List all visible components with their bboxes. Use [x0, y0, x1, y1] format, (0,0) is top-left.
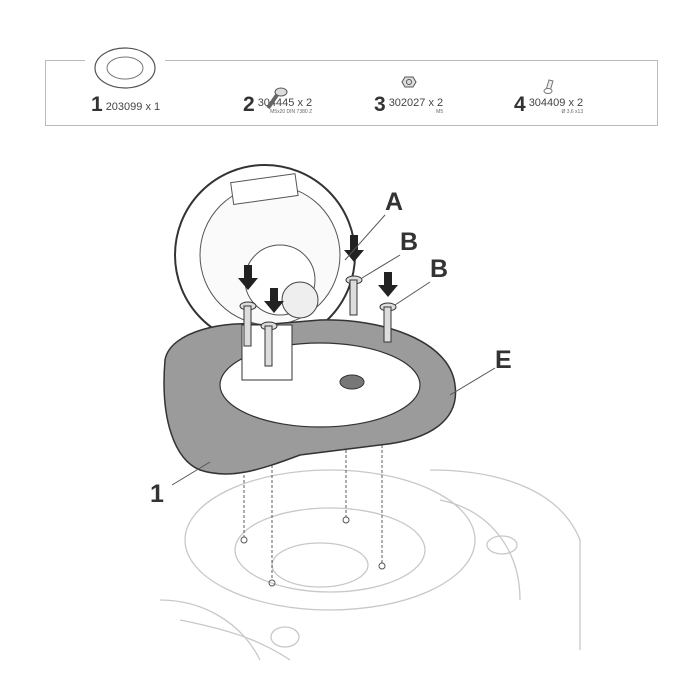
- screw-icon: [543, 79, 554, 94]
- part-code: 304409 x 2: [528, 97, 584, 109]
- part-spec: M5x20 DIN 7380 Z: [270, 109, 313, 115]
- callout-1: 1: [150, 480, 164, 508]
- bolt-icon: [266, 87, 288, 110]
- part-number: 1: [91, 93, 103, 116]
- callout-b: B: [400, 228, 419, 256]
- callout-b: B: [430, 255, 449, 283]
- part-spec: Ø 3,6 x13: [561, 109, 584, 115]
- part-spec: M5: [436, 109, 444, 115]
- callout-e: E: [495, 346, 512, 374]
- fuel-tank: [159, 469, 581, 661]
- part-1: 1 203099 x 1: [91, 93, 161, 116]
- part-number: 4: [514, 93, 526, 116]
- nut-icon: [401, 76, 417, 88]
- bolts: [239, 275, 397, 367]
- callout-a: A: [385, 188, 404, 216]
- part-code: 203099 x 1: [105, 101, 161, 113]
- part-number: 2: [243, 93, 255, 116]
- tank-ring-icon: [85, 47, 165, 89]
- tank-ring: [163, 319, 457, 475]
- fuel-cap-flap: [174, 164, 356, 346]
- leader-lines: [171, 214, 496, 486]
- mounting-holes: [240, 516, 386, 587]
- part-code: 302027 x 2: [388, 97, 444, 109]
- part-number: 3: [374, 93, 386, 116]
